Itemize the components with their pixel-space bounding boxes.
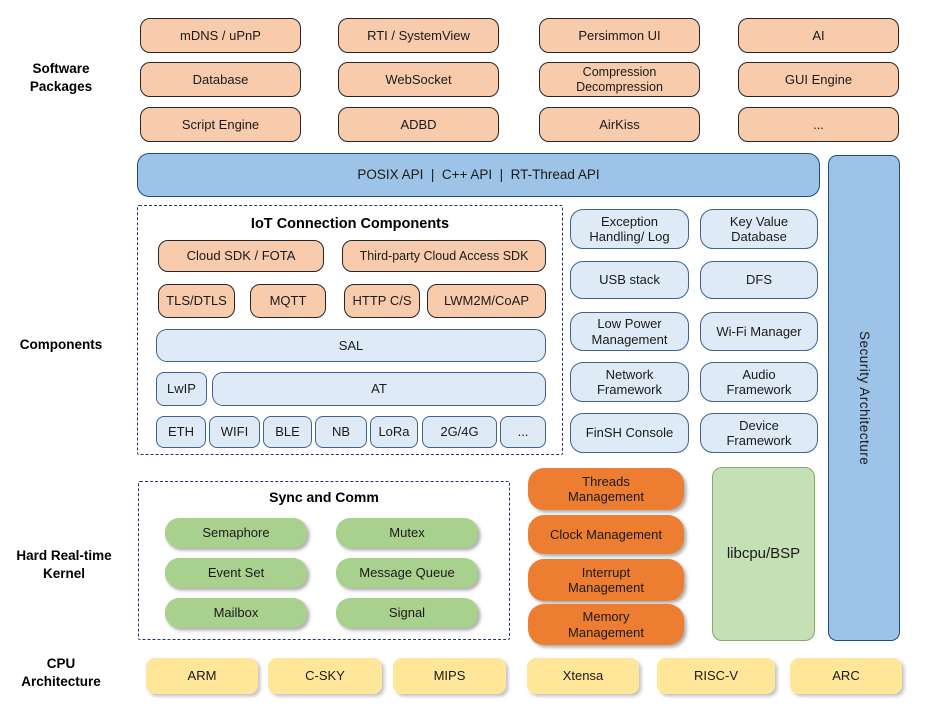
iot-connection-components-title: IoT Connection Components xyxy=(250,216,450,232)
posix-api-bar: POSIX API | C++ API | RT-Thread API xyxy=(137,153,820,197)
box-sal: SAL xyxy=(156,329,546,362)
box-mutex: Mutex xyxy=(336,518,478,548)
box-key-value-database: Key Value Database xyxy=(700,209,818,249)
package-box-compression: Compression Decompression xyxy=(539,62,700,97)
box-network-framework: Network Framework xyxy=(570,362,689,402)
box-threads-management: Threads Management xyxy=(528,468,684,510)
box-message-queue: Message Queue xyxy=(336,558,478,588)
box-semaphore: Semaphore xyxy=(165,518,307,548)
security-architecture-bar: Security Architecture xyxy=(828,155,900,641)
package-box-adbd: ADBD xyxy=(338,107,499,142)
box-exception-handling-log: Exception Handling/ Log xyxy=(570,209,689,249)
box-mqtt: MQTT xyxy=(250,284,326,318)
box-event-set: Event Set xyxy=(165,558,307,588)
box-wifi: WIFI xyxy=(209,416,260,448)
box-at: AT xyxy=(212,372,546,406)
label-software-packages: Software Packages xyxy=(29,61,93,95)
label-cpu-architecture: CPU Architecture xyxy=(21,656,101,690)
package-box-ai: AI xyxy=(738,18,899,53)
package-box-airkiss: AirKiss xyxy=(539,107,700,142)
box-arc: ARC xyxy=(790,658,902,694)
box-c-sky: C-SKY xyxy=(268,658,382,694)
package-box-gui-engine: GUI Engine xyxy=(738,62,899,97)
package-box-more: ... xyxy=(738,107,899,142)
box-mips: MIPS xyxy=(393,658,506,694)
package-box-script-engine: Script Engine xyxy=(140,107,301,142)
iot-connection-components-box xyxy=(137,205,563,455)
sync-and-comm-box xyxy=(138,481,510,640)
box-risc-v: RISC-V xyxy=(657,658,775,694)
box-libcpu-bsp: libcpu/BSP xyxy=(712,467,815,641)
box-tls-dtls: TLS/DTLS xyxy=(158,284,235,318)
package-box-rti-systemview: RTI / SystemView xyxy=(338,18,499,53)
box-nb: NB xyxy=(315,416,367,448)
box-arm: ARM xyxy=(146,658,258,694)
package-box-persimmon-ui: Persimmon UI xyxy=(539,18,700,53)
box-interrupt-management: Interrupt Management xyxy=(528,559,684,601)
box-signal: Signal xyxy=(336,598,478,628)
box-usb-stack: USB stack xyxy=(570,261,689,299)
box-third-party-cloud-access-sdk: Third-party Cloud Access SDK xyxy=(342,240,546,272)
package-box-mdns-upnp: mDNS / uPnP xyxy=(140,18,301,53)
box-device-framework: Device Framework xyxy=(700,413,818,453)
box-memory-management: Memory Management xyxy=(528,604,684,645)
box-lwip: LwIP xyxy=(156,372,207,406)
box-2g-4g: 2G/4G xyxy=(422,416,497,448)
box-xtensa: Xtensa xyxy=(527,658,639,694)
package-box-database: Database xyxy=(140,62,301,97)
box-http-cs: HTTP C/S xyxy=(344,284,420,318)
label-hard-realtime-kernel: Hard Real-time Kernel xyxy=(16,548,112,582)
box-lwm2m-coap: LWM2M/CoAP xyxy=(427,284,546,318)
box-finsh-console: FinSH Console xyxy=(570,413,689,453)
label-components: Components xyxy=(19,337,103,352)
box-wifi-manager: Wi-Fi Manager xyxy=(700,312,818,351)
box-audio-framework: Audio Framework xyxy=(700,362,818,402)
box-ble: BLE xyxy=(263,416,312,448)
package-box-websocket: WebSocket xyxy=(338,62,499,97)
box-clock-management: Clock Management xyxy=(528,515,684,554)
box-eth: ETH xyxy=(156,416,206,448)
box-links-more: ... xyxy=(500,416,546,448)
box-dfs: DFS xyxy=(700,261,818,299)
box-mailbox: Mailbox xyxy=(165,598,307,628)
box-cloud-sdk-fota: Cloud SDK / FOTA xyxy=(158,240,324,272)
box-low-power-management: Low Power Management xyxy=(570,312,689,351)
box-lora: LoRa xyxy=(370,416,418,448)
sync-and-comm-title: Sync and Comm xyxy=(269,489,379,505)
